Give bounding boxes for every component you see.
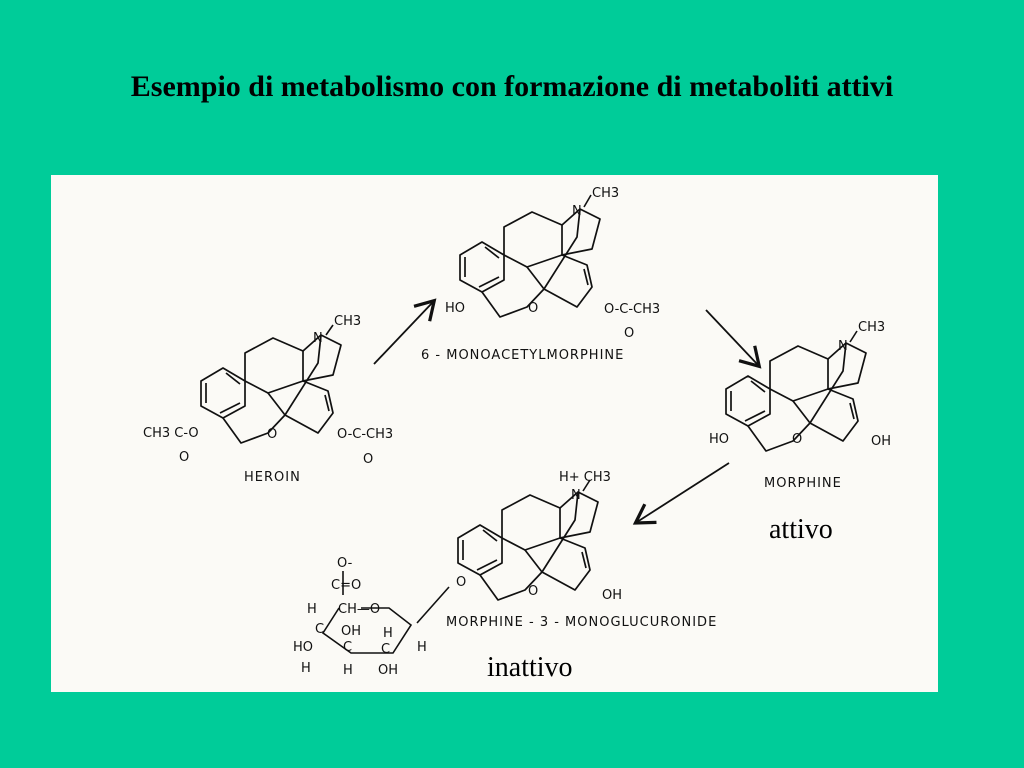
- morphine-ring-oxygen: O: [792, 432, 802, 447]
- morphine-methyl-label: CH3: [858, 320, 885, 335]
- morphine-hydroxyl-right: OH: [871, 434, 891, 449]
- arrow-heroin-to-6mam: [373, 298, 437, 365]
- heroin-ring-oxygen: O: [267, 427, 277, 442]
- glucuronide-methyl-label: H+ CH3: [559, 470, 611, 485]
- monoacetylmorphine-hydroxyl: HO: [445, 301, 465, 316]
- caption-inactive: inattivo: [487, 652, 573, 683]
- caption-active: attivo: [769, 514, 833, 545]
- morphine-n-label: N: [838, 339, 848, 354]
- glucuronide-name-label: MORPHINE - 3 - MONOGLUCURONIDE: [446, 615, 717, 630]
- heroin-name-label: HEROIN: [244, 470, 301, 485]
- heroin-structure: N CH3 O CH3 C-O O O-C-CH3 O HEROIN: [143, 314, 393, 485]
- glucuronide-sugar-h-5: H: [343, 663, 353, 678]
- glucuronide-carbonyl: C=O: [331, 578, 361, 593]
- arrow-morphine-to-glucuronide: [632, 462, 730, 525]
- glucuronide-sugar-c-2: C: [343, 640, 352, 655]
- glucuronide-carboxylate-o: O-: [337, 556, 353, 571]
- heroin-acetyl-left: CH3 C-O: [143, 426, 199, 441]
- glucuronide-link-oxygen: O: [456, 575, 466, 590]
- glucuronide-sugar-c-3: C: [381, 642, 390, 657]
- monoacetylmorphine-ring-oxygen: O: [528, 301, 538, 316]
- slide-title: Esempio di metabolismo con formazione di…: [130, 70, 894, 103]
- glucuronide-sugar-h-4: H: [301, 661, 311, 676]
- heroin-acetyl-right-oxo: O: [363, 452, 373, 467]
- monoacetylmorphine-methyl-label: CH3: [592, 186, 619, 201]
- glucuronide-n-label: N: [571, 488, 581, 503]
- monoacetylmorphine-acetyl-oxo: O: [624, 326, 634, 341]
- glucuronide-sugar-oh-2: OH: [378, 663, 398, 678]
- glucuronide-sugar-h-1: H: [307, 602, 317, 617]
- glucuronide-sugar-ch-o: CH—O: [338, 602, 380, 617]
- morphine-structure: N CH3 HO O OH MORPHINE: [709, 320, 891, 491]
- glucuronide-sugar-h-3: H: [417, 640, 427, 655]
- glucuronide-hydroxyl: OH: [602, 588, 622, 603]
- heroin-n-label: N: [313, 331, 323, 346]
- heroin-methyl-label: CH3: [334, 314, 361, 329]
- arrow-6mam-to-morphine: [705, 309, 762, 369]
- glucuronide-sugar-h-2: H: [383, 626, 393, 641]
- glucuronide-sugar-ho: HO: [293, 640, 313, 655]
- morphine-name-label: MORPHINE: [764, 476, 842, 491]
- glucuronide-structure: N H+ CH3 O O OH MORPHINE - 3 - MONOGLUCU…: [293, 470, 717, 678]
- metabolism-figure: N CH3 O CH3 C-O O O-C-CH3 O HEROIN N CH3…: [51, 175, 938, 692]
- monoacetylmorphine-name-label: 6 - MONOACETYLMORPHINE: [421, 348, 624, 363]
- monoacetylmorphine-n-label: N: [572, 204, 582, 219]
- glucuronide-sugar-oh-1: OH: [341, 624, 361, 639]
- glucuronide-ring-oxygen: O: [528, 584, 538, 599]
- heroin-acetyl-left-oxo: O: [179, 450, 189, 465]
- monoacetylmorphine-acetyl: O-C-CH3: [604, 302, 660, 317]
- morphine-hydroxyl-left: HO: [709, 432, 729, 447]
- monoacetylmorphine-structure: N CH3 HO O O-C-CH3 O 6 - MONOACETYLMORPH…: [421, 186, 660, 363]
- heroin-acetyl-right: O-C-CH3: [337, 427, 393, 442]
- glucuronide-sugar-c-1: C: [315, 622, 324, 637]
